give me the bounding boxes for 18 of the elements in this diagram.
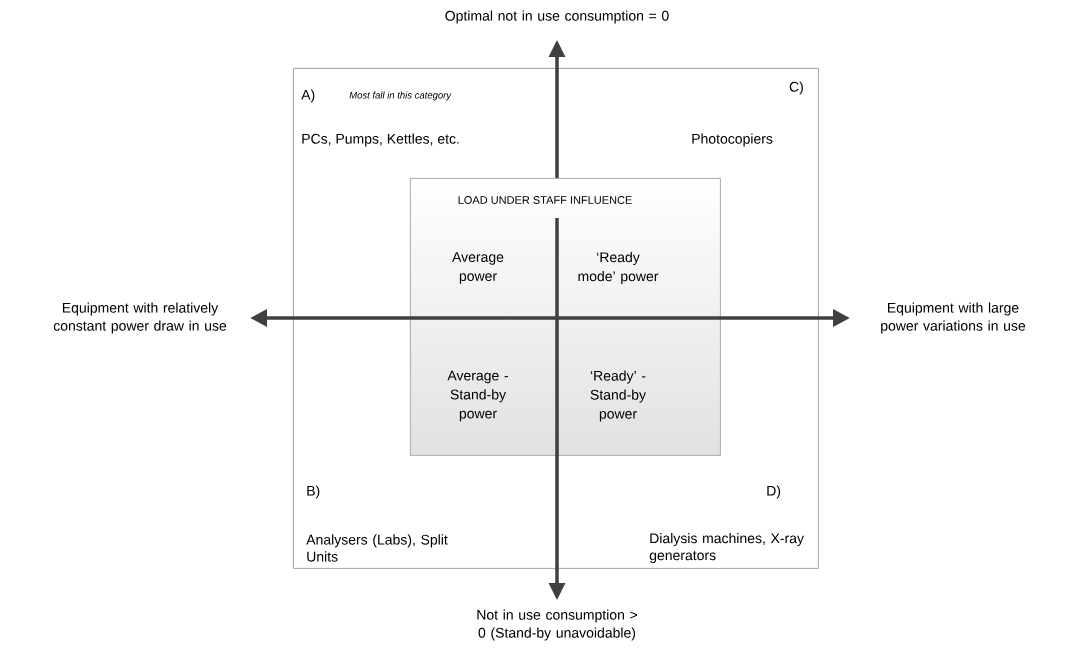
axis-label: Optimal not in use consumption = 0: [445, 10, 669, 24]
quadrant-letter: A): [301, 89, 315, 103]
quadrant-text: Analysers (Labs), Split Units: [306, 534, 448, 562]
quadrant-letter: B): [307, 485, 320, 499]
quadrant-text: PCs, Pumps, Kettles, etc.: [302, 133, 459, 147]
quadrant-text: Photocopiers: [692, 133, 773, 147]
axis-label: Equipment with large power variations in use: [881, 302, 1026, 334]
quadrant-text: Dialysis machines, X-ray generators: [649, 532, 804, 563]
quadrant-text: Average - Stand-by power: [447, 370, 508, 422]
axis-label: Not in use consumption > 0 (Stand-by unavoidable): [477, 609, 638, 641]
box-title: LOAD UNDER STAFF INFLUENCE: [458, 196, 632, 204]
note-text: Most fall in this category: [349, 91, 452, 101]
quadrant-text: ‘Ready mode’ power: [578, 251, 659, 284]
axis-label: Equipment with relatively constant power draw in use: [53, 302, 227, 334]
quadrant-text: Average power: [452, 252, 504, 284]
quadrant-letter: D): [767, 485, 781, 499]
quadrant-text: ‘Ready’ - Stand-by power: [590, 370, 646, 422]
quadrant-letter: C): [789, 81, 803, 95]
